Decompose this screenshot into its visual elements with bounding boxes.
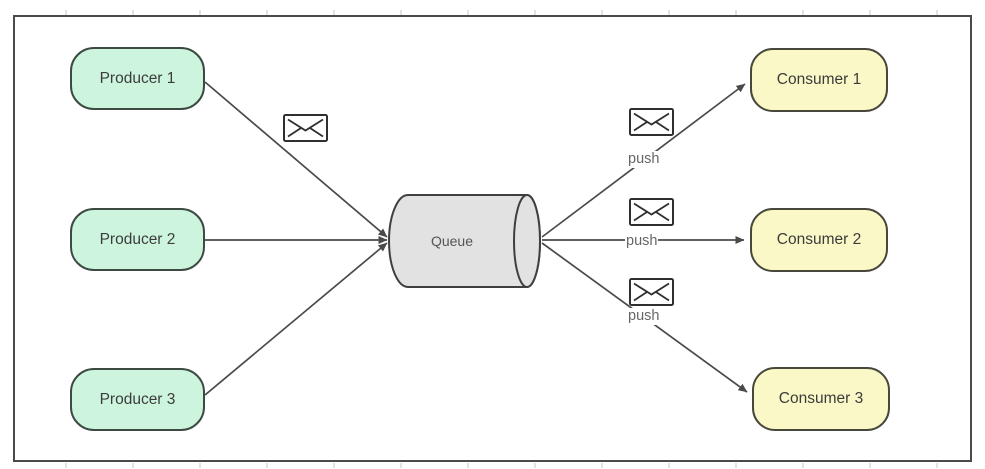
edge-producer3-queue [204, 242, 388, 396]
ruler-ticks-top [0, 10, 985, 15]
node-consumer-1: Consumer 1 [750, 48, 888, 112]
envelope-icon [283, 114, 328, 142]
envelope-icon [629, 278, 674, 306]
edge-label-push-2: push [625, 233, 659, 250]
envelope-icon [629, 108, 674, 136]
node-consumer-3-label: Consumer 3 [778, 390, 864, 407]
node-producer-3-label: Producer 3 [99, 390, 176, 408]
node-consumer-2: Consumer 2 [750, 208, 888, 272]
diagram-frame [13, 15, 972, 462]
node-producer-3: Producer 3 [70, 368, 205, 431]
edge-label-push-3: push [627, 308, 661, 325]
edge-producer1-queue [204, 81, 388, 238]
node-producer-1-label: Producer 1 [99, 69, 176, 87]
queue-label: Queue [431, 233, 473, 249]
envelope-icon [629, 198, 674, 226]
node-producer-2-label: Producer 2 [99, 230, 176, 248]
node-consumer-1-label: Consumer 1 [776, 71, 862, 88]
node-producer-2: Producer 2 [70, 208, 205, 271]
node-consumer-3: Consumer 3 [752, 367, 890, 431]
node-producer-1: Producer 1 [70, 47, 205, 110]
node-consumer-2-label: Consumer 2 [776, 231, 862, 248]
edge-label-push-1: push [627, 151, 661, 168]
node-queue: Queue [388, 194, 541, 288]
queue-cylinder-rim [513, 194, 541, 288]
ruler-ticks-bottom [0, 463, 985, 468]
